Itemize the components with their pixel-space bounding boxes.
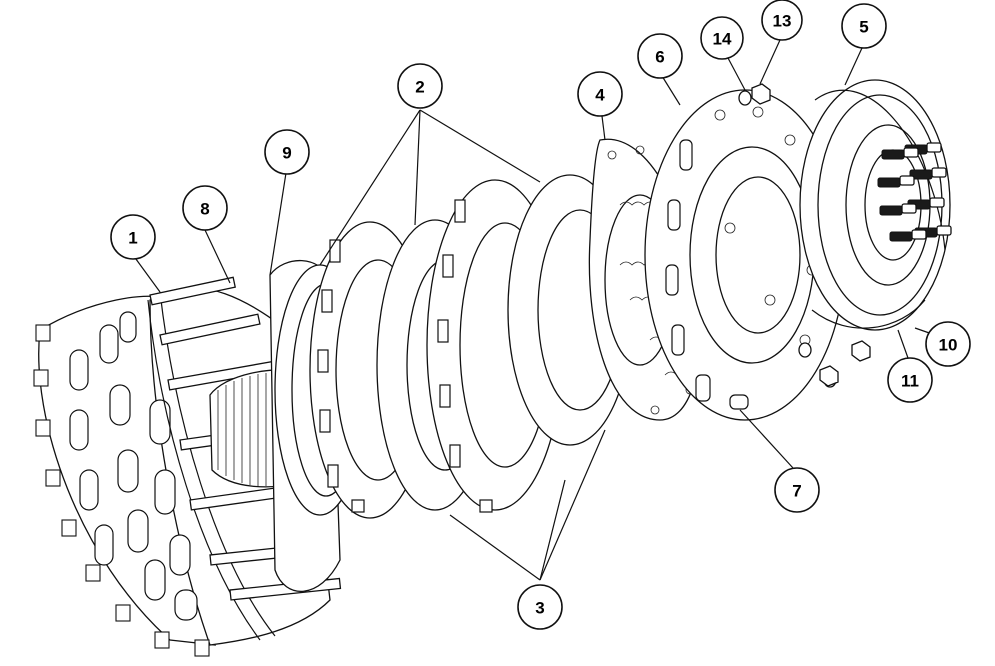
callout-10: 10 bbox=[925, 321, 971, 367]
callout-11-label: 11 bbox=[901, 372, 919, 391]
callout-7: 7 bbox=[774, 467, 820, 513]
callout-13-label: 13 bbox=[773, 12, 792, 31]
callout-10-label: 10 bbox=[939, 336, 958, 355]
callout-9: 9 bbox=[264, 129, 310, 175]
callout-1-label: 1 bbox=[128, 229, 137, 248]
callout-11: 11 bbox=[887, 357, 933, 403]
callout-13: 13 bbox=[761, 0, 803, 41]
bolts-icon bbox=[877, 142, 952, 242]
callout-4: 4 bbox=[577, 71, 623, 117]
callout-9-label: 9 bbox=[282, 144, 291, 163]
callout-3: 3 bbox=[517, 584, 563, 630]
nut-icon bbox=[751, 83, 871, 387]
callout-6-label: 6 bbox=[655, 48, 664, 67]
callout-14: 14 bbox=[700, 16, 744, 60]
callout-6: 6 bbox=[637, 33, 683, 79]
callout-1: 1 bbox=[110, 214, 156, 260]
callout-8-label: 8 bbox=[200, 200, 209, 219]
callout-4-label: 4 bbox=[595, 86, 605, 105]
cover-plate-icon bbox=[644, 89, 846, 421]
callout-3-label: 3 bbox=[535, 599, 544, 618]
callout-2: 2 bbox=[397, 63, 443, 109]
callout-5-label: 5 bbox=[859, 18, 868, 37]
leader-lines bbox=[132, 39, 936, 581]
callout-2-label: 2 bbox=[415, 78, 424, 97]
callout-7-label: 7 bbox=[792, 482, 801, 501]
callout-8: 8 bbox=[182, 185, 228, 231]
callout-5: 5 bbox=[841, 3, 887, 49]
callout-14-label: 14 bbox=[713, 30, 732, 49]
